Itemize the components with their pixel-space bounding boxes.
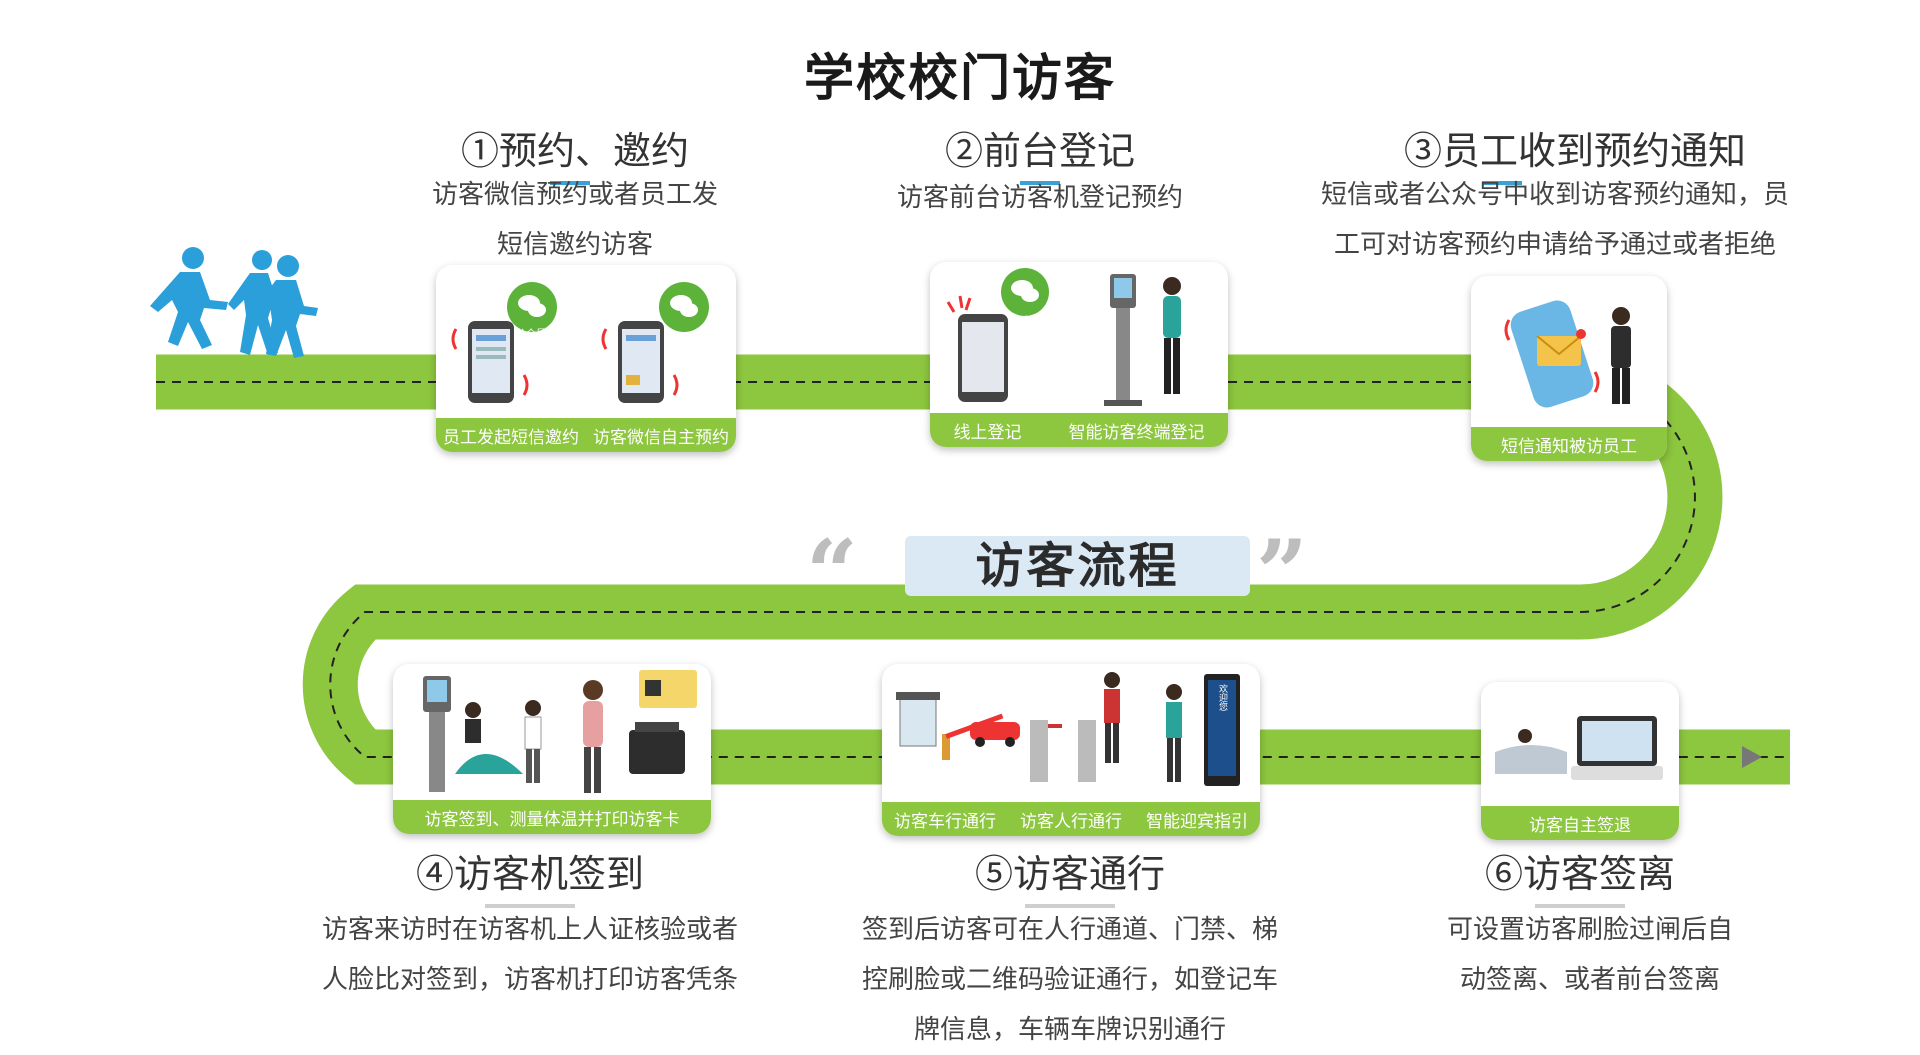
step-3-card: 短信通知被访员工	[1471, 276, 1667, 461]
step-5-desc: 签到后访客可在人行通道、门禁、梯控刷脸或二维码验证通行，如登记车牌信息，车辆车牌…	[861, 915, 1278, 1045]
person-icon	[524, 700, 542, 783]
wechat-icon	[507, 282, 557, 332]
step-5-title: ⑤访客通行	[920, 843, 1220, 908]
wechat-icon	[659, 282, 709, 332]
welcome-screen-text: 欢迎您	[1217, 684, 1227, 711]
card-label: 智能访客终端登记	[1068, 422, 1205, 443]
step-3-title: ③员工收到预约通知	[1400, 120, 1750, 185]
wechat-badge-label: 公众号	[1011, 316, 1041, 327]
notification-illustration	[1504, 300, 1631, 408]
step-2-card: 公众号 线上登记 智能访客终端登记	[930, 262, 1228, 447]
sign-out-illustration	[1495, 716, 1663, 780]
wechat-icon	[1001, 268, 1049, 316]
car-icon	[970, 722, 1020, 747]
card-label: 访客签到、测量体温并打印访客卡	[424, 809, 680, 830]
step-2-desc: 访客前台访客机登记预约	[896, 183, 1183, 213]
open-quote-icon: “	[806, 520, 858, 626]
step-6-card: 访客自主签退	[1481, 682, 1679, 840]
card-label: 访客人行通行	[1020, 811, 1122, 832]
arrow-end-icon	[1742, 746, 1762, 768]
turnstile-icon	[1030, 720, 1096, 782]
close-quote-icon: ”	[1256, 520, 1308, 626]
person-icon	[1104, 672, 1120, 763]
page-title: 学校校门访客	[804, 49, 1116, 107]
reception-desk-icon	[1495, 729, 1567, 774]
flow-label: 访客流程	[905, 536, 1250, 596]
step-1-title: ①预约、邀约	[450, 120, 700, 185]
card-label: 员工发起短信邀约	[443, 427, 579, 448]
person-icon	[1166, 684, 1182, 782]
step-6-card-bar: 访客自主签退	[1481, 806, 1679, 840]
step-6-title: ⑥访客签离	[1430, 843, 1730, 908]
card-label: 短信通知被访员工	[1501, 436, 1637, 457]
registration-illustration	[946, 268, 1181, 406]
card-label: 访客车行通行	[894, 811, 996, 832]
guard-booth-icon	[896, 692, 940, 747]
visitor-card-icon	[639, 670, 697, 708]
kiosk-icon	[1104, 274, 1142, 406]
step-4-title: ④访客机签到	[380, 843, 680, 908]
walking-people-icon	[150, 247, 318, 358]
step-2-card-bar: 线上登记 智能访客终端登记	[930, 413, 1228, 447]
step-1-desc: 访客微信预约或者员工发短信邀约访客	[431, 180, 718, 260]
phone-icon	[468, 321, 514, 403]
card-label: 访客自主签退	[1529, 815, 1631, 836]
printer-icon	[629, 722, 685, 774]
terminal-icon	[1571, 716, 1663, 780]
envelope-icon	[1536, 329, 1586, 366]
step-4-desc: 访客来访时在访客机上人证核验或者人脸比对签到，访客机打印访客凭条	[321, 915, 738, 995]
step-5-card-bar: 访客车行通行 访客人行通行 智能迎宾指引	[882, 802, 1260, 836]
person-icon	[1611, 307, 1631, 404]
person-icon	[583, 680, 603, 793]
wechat-badge-label: 公众号	[516, 329, 546, 340]
sign-in-illustration	[423, 670, 697, 793]
step-1-card-bar: 员工发起短信邀约 访客微信自主预约	[436, 418, 736, 452]
step-3-desc: 短信或者公众号中收到访客预约通知，员工可对访客预约申请给予通过或者拒绝	[1320, 180, 1789, 260]
step-4-card-bar: 访客签到、测量体温并打印访客卡	[393, 800, 711, 834]
step-4-card: 访客签到、测量体温并打印访客卡	[393, 664, 711, 834]
step-2-title: ②前台登记	[940, 120, 1140, 185]
person-icon	[1163, 277, 1181, 394]
step-6-desc: 可设置访客刷脸过闸后自动签离、或者前台签离	[1446, 915, 1733, 995]
phone-icon	[958, 314, 1008, 402]
phone-invite-illustration	[451, 282, 709, 403]
phone-icon	[618, 321, 664, 403]
reception-desk-icon	[455, 702, 523, 774]
card-label: 线上登记	[953, 422, 1022, 443]
step-5-card: 欢迎您 访客车行通行 访客人行通行 智能迎宾指引	[882, 664, 1260, 836]
pass-through-illustration	[896, 672, 1240, 786]
card-label: 访客微信自主预约	[593, 427, 729, 448]
step-1-card: 公众号 员工发起短信邀约 访客微信自主预约	[436, 265, 736, 452]
welcome-screen-icon	[1204, 674, 1240, 786]
card-label: 智能迎宾指引	[1146, 811, 1248, 832]
kiosk-icon	[423, 676, 451, 792]
step-3-card-bar: 短信通知被访员工	[1471, 427, 1667, 461]
